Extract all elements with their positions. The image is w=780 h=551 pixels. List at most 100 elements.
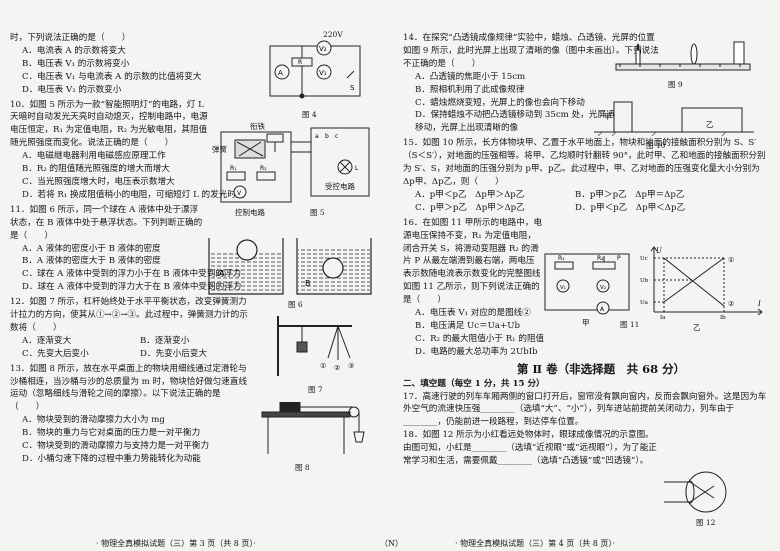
q16-option-d: D．电路的最大总功率为 2UbIb xyxy=(415,346,538,357)
figure-5-caption: 图 5 xyxy=(310,208,325,217)
q15-option-c: C．p甲＞p乙 Δp甲＞Δp乙 xyxy=(415,202,525,213)
q15-option-a: A．p甲＜p乙 Δp甲＞Δp乙 xyxy=(415,189,525,200)
figure-5-ctrl-label: 控制电路 xyxy=(235,208,265,217)
svg-text:a: a xyxy=(315,133,319,140)
graph-tick-ub: Ub xyxy=(640,278,649,284)
svg-text:A: A xyxy=(600,306,605,313)
question-12: 12．如图 7 所示，杠杆始终处于水平平衡状态，改变弹簧测力计拉力的方向，使其从… xyxy=(10,296,377,361)
figure-10-block-b-label: 乙 xyxy=(706,120,714,129)
q9-option-d: D．电压表 V₂ 的示数变小 xyxy=(22,84,122,95)
svg-text:P: P xyxy=(617,255,621,262)
q17-stem: 17．高速行驶的列车车厢两侧的窗口打开后，窗帘没有飘向窗内，反而会飘向窗外。这是… xyxy=(403,391,767,428)
q15-options-row2: C．p甲＞p乙 Δp甲＞Δp乙 D．p甲＜p乙 Δp甲＜Δp乙 xyxy=(403,202,769,215)
q15-option-b: B．p甲＞p乙 Δp甲＝Δp乙 xyxy=(575,189,685,200)
right-column: 14．在探究“凸透镜成像规律”实验中，蜡烛、凸透镜、光屏的位置如图 9 所示，此… xyxy=(403,32,769,468)
figure-11-graph: U I Uc Ub Ua Ia Ib ① ② xyxy=(640,244,768,320)
question-14: 14．在探究“凸透镜成像规律”实验中，蜡烛、凸透镜、光屏的位置如图 9 所示，此… xyxy=(403,32,769,135)
svg-text:②: ② xyxy=(334,364,340,372)
figure-6-beakers: A B xyxy=(205,236,375,298)
figure-4-circuit: A V₁ V₂ S R xyxy=(262,38,367,108)
q9-option-c: C．电压表 V₁ 与电流表 A 的示数的比值将变大 xyxy=(22,71,202,82)
figure-11-circuit: R₁ R₂ V₁ V₂ A P xyxy=(541,248,633,316)
graph-axis-u: U xyxy=(656,247,663,255)
graph-tick-uc: Uc xyxy=(640,256,648,262)
q10-option-b: B．R₂ 的阻值随光照强度的增大而增大 xyxy=(22,164,170,175)
figure-4-voltage: 220V xyxy=(323,30,343,39)
graph-tick-ib: Ib xyxy=(720,315,726,320)
beaker-b-label: B xyxy=(305,279,311,288)
svg-text:①: ① xyxy=(320,362,326,370)
u-i-graph: U I Uc Ub Ua Ia Ib ① ② xyxy=(640,246,763,320)
svg-text:R₁: R₁ xyxy=(558,255,565,262)
q13-option-b: B．物块的重力与它对桌面的压力是一对平衡力 xyxy=(22,428,201,439)
q10-option-c: C．当光照强度增大时，电压表示数增大 xyxy=(22,176,175,187)
q9-option-a: A．电流表 A 的示数将变大 xyxy=(22,45,126,56)
graph-line-1 xyxy=(663,257,725,307)
figure-4-caption: 图 4 xyxy=(302,110,317,119)
question-18: 18．如图 12 所示为小红看远处物体时，眼球成像情况的示意图。由图可知，小红是… xyxy=(403,429,769,468)
q13-stem: 13．如图 8 所示，放在水平桌面上的物块用细线通过定滑轮与沙桶相连，当沙桶与沙… xyxy=(10,363,248,413)
q10-option-a: A．电磁继电器利用电磁感应原理工作 xyxy=(22,151,166,162)
figure-8-caption: 图 8 xyxy=(295,463,310,472)
figure-11-sub-a: 甲 xyxy=(582,318,590,327)
graph-line-label-2: ② xyxy=(728,300,734,308)
question-17: 17．高速行驶的列车车厢两侧的窗口打开后，窗帘没有飘向窗内，反而会飘向窗外。这是… xyxy=(403,391,769,430)
svg-text:R₂: R₂ xyxy=(597,255,604,262)
center-mark: （N） xyxy=(380,539,403,548)
q16-option-b: B．电压满足 Uc＝Ua+Ub xyxy=(415,320,520,331)
q15-option-d: D．p甲＜p乙 Δp甲＜Δp乙 xyxy=(575,202,686,213)
variable-resistor-circuit-icon: R₁ R₂ V₁ V₂ A P xyxy=(544,253,630,315)
figure-5-work-label: 受控电路 xyxy=(325,182,355,191)
q12-option-d: D．先变小后变大 xyxy=(140,348,208,359)
section-2-subtitle: 二、填空题（每空 1 分，共 15 分） xyxy=(403,378,545,389)
circuit-diagram-icon: A V₁ V₂ S R xyxy=(269,40,361,99)
graph-line-label-1: ① xyxy=(728,256,734,264)
q15-stem: 15．如图 10 所示，长方体物块甲、乙置于水平地面上，物块和地面的接触面积分别… xyxy=(403,138,766,187)
q14-option-a: A．凸透镜的焦距小于 15cm xyxy=(415,71,526,82)
q16-stem: 16．在如图 11 甲所示的电路中，电源电压保持不变，R₁ 为定值电阻，闭合开关… xyxy=(403,217,543,306)
graph-line-2 xyxy=(663,257,725,303)
figure-6-caption: 图 6 xyxy=(288,300,303,309)
q9-option-b: B．电压表 V₁ 的示数将变小 xyxy=(22,58,130,69)
figure-5-relay-circuit: V R₁ R₂ L a b c xyxy=(215,122,375,217)
svg-text:V₂: V₂ xyxy=(319,45,327,53)
figure-10-caption: 图 10 xyxy=(646,141,666,150)
svg-text:V: V xyxy=(237,190,242,197)
figure-7-lever: ① ② ③ xyxy=(272,312,362,380)
q12-options-row2: C．先变大后变小 D．先变小后变大 xyxy=(10,348,262,361)
q15-options-row1: A．p甲＜p乙 Δp甲＞Δp乙 B．p甲＞p乙 Δp甲＝Δp乙 xyxy=(403,189,769,202)
svg-text:V₂: V₂ xyxy=(600,285,606,291)
q12-option-c: C．先变大后变小 xyxy=(22,348,89,359)
figure-8-pulley xyxy=(258,402,368,458)
q16-option-a: A．电压表 V₁ 对应的是图线② xyxy=(415,308,531,319)
section-2-title: 第 Ⅱ 卷（非选择题 共 68 分） xyxy=(516,361,686,376)
q14-option-b: B．照相机利用了此成像规律 xyxy=(415,84,525,95)
figure-9-caption: 图 9 xyxy=(668,80,683,89)
q13-option-d: D．小桶匀速下降的过程中重力势能转化为动能 xyxy=(22,454,201,464)
q10-stem: 10．如图 5 所示为一款“智能照明灯”的电路，灯 L 天暗时自动发光天亮时自动… xyxy=(10,99,208,149)
left-column: 时，下列说法正确的是（ ） A．电流表 A 的示数将变大 B．电压表 V₁ 的示… xyxy=(10,32,377,466)
question-13: 13．如图 8 所示，放在水平桌面上的物块用细线通过定滑轮与沙桶相连，当沙桶与沙… xyxy=(10,363,377,466)
svg-text:b: b xyxy=(325,133,329,140)
figure-11-caption: 图 11 xyxy=(620,320,640,329)
svg-text:A: A xyxy=(278,69,283,77)
svg-text:③: ③ xyxy=(348,362,354,370)
figure-10-blocks xyxy=(592,92,757,138)
q14-option-c: C．蜡烛燃烧变短，光屏上的像也会向下移动 xyxy=(415,97,585,108)
q12-stem: 12．如图 7 所示，杠杆始终处于水平平衡状态，改变弹簧测力计拉力的方向，使其从… xyxy=(10,297,248,333)
q9-stem: 时，下列说法正确的是（ ） xyxy=(10,33,131,43)
question-11: 11．如图 6 所示，同一个球在 A 液体中处于漂浮状态，在 B 液体中处于悬浮… xyxy=(10,204,377,294)
optical-bench-icon xyxy=(615,41,751,71)
question-16: 16．在如图 11 甲所示的电路中，电源电压保持不变，R₁ 为定值电阻，闭合开关… xyxy=(403,217,769,359)
figure-10-block-a-label: 甲 xyxy=(604,112,612,121)
beakers-icon: A B xyxy=(208,238,372,295)
q16-option-c: C．R₂ 的最大阻值小于 R₁ 的阻值 xyxy=(415,333,545,344)
figure-5-iron-label: 衔铁 xyxy=(250,122,265,131)
right-footer: · 物理全真模拟试题（三）第 4 页（共 8 页）· xyxy=(455,539,615,548)
svg-text:R₂: R₂ xyxy=(260,165,267,172)
question-15: 15．如图 10 所示，长方体物块甲、乙置于水平地面上，物块和地面的接触面积分别… xyxy=(403,137,769,214)
beaker-a-label: A xyxy=(219,269,225,278)
blocks-icon xyxy=(594,101,754,137)
lever-icon: ① ② ③ xyxy=(277,316,354,376)
figure-7-caption: 图 7 xyxy=(308,385,323,394)
